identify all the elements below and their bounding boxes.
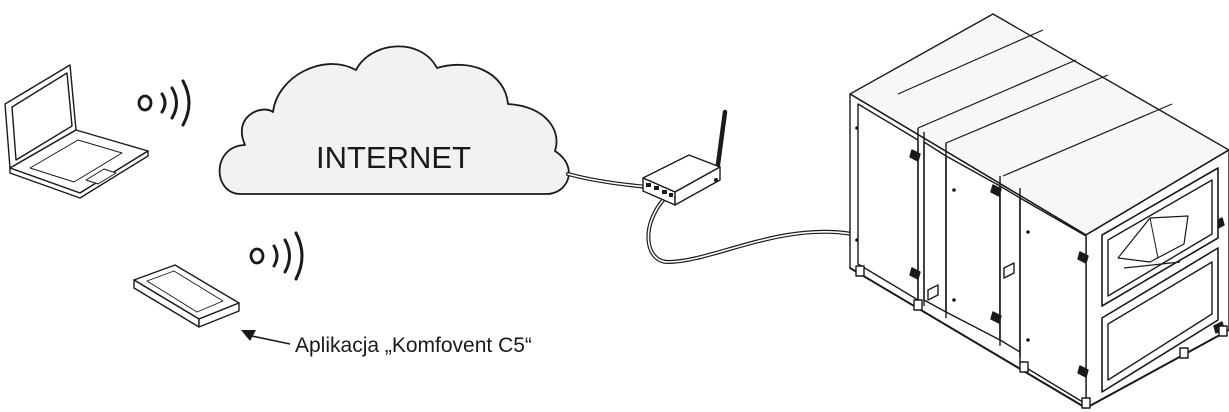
cable-router-unit bbox=[646, 196, 854, 265]
wifi-signal-icon bbox=[137, 79, 191, 127]
router-icon bbox=[642, 109, 728, 206]
app-callout-arrow bbox=[241, 330, 291, 345]
laptop-icon bbox=[4, 64, 149, 199]
cloud-label: INTERNET bbox=[316, 140, 471, 175]
cloud-icon bbox=[218, 45, 570, 195]
wifi-signal-icon bbox=[249, 231, 304, 281]
ventilation-unit-icon bbox=[849, 13, 1229, 409]
app-callout-label: Aplikacja „Komfovent C5“ bbox=[295, 334, 532, 357]
tablet-icon bbox=[133, 264, 240, 328]
